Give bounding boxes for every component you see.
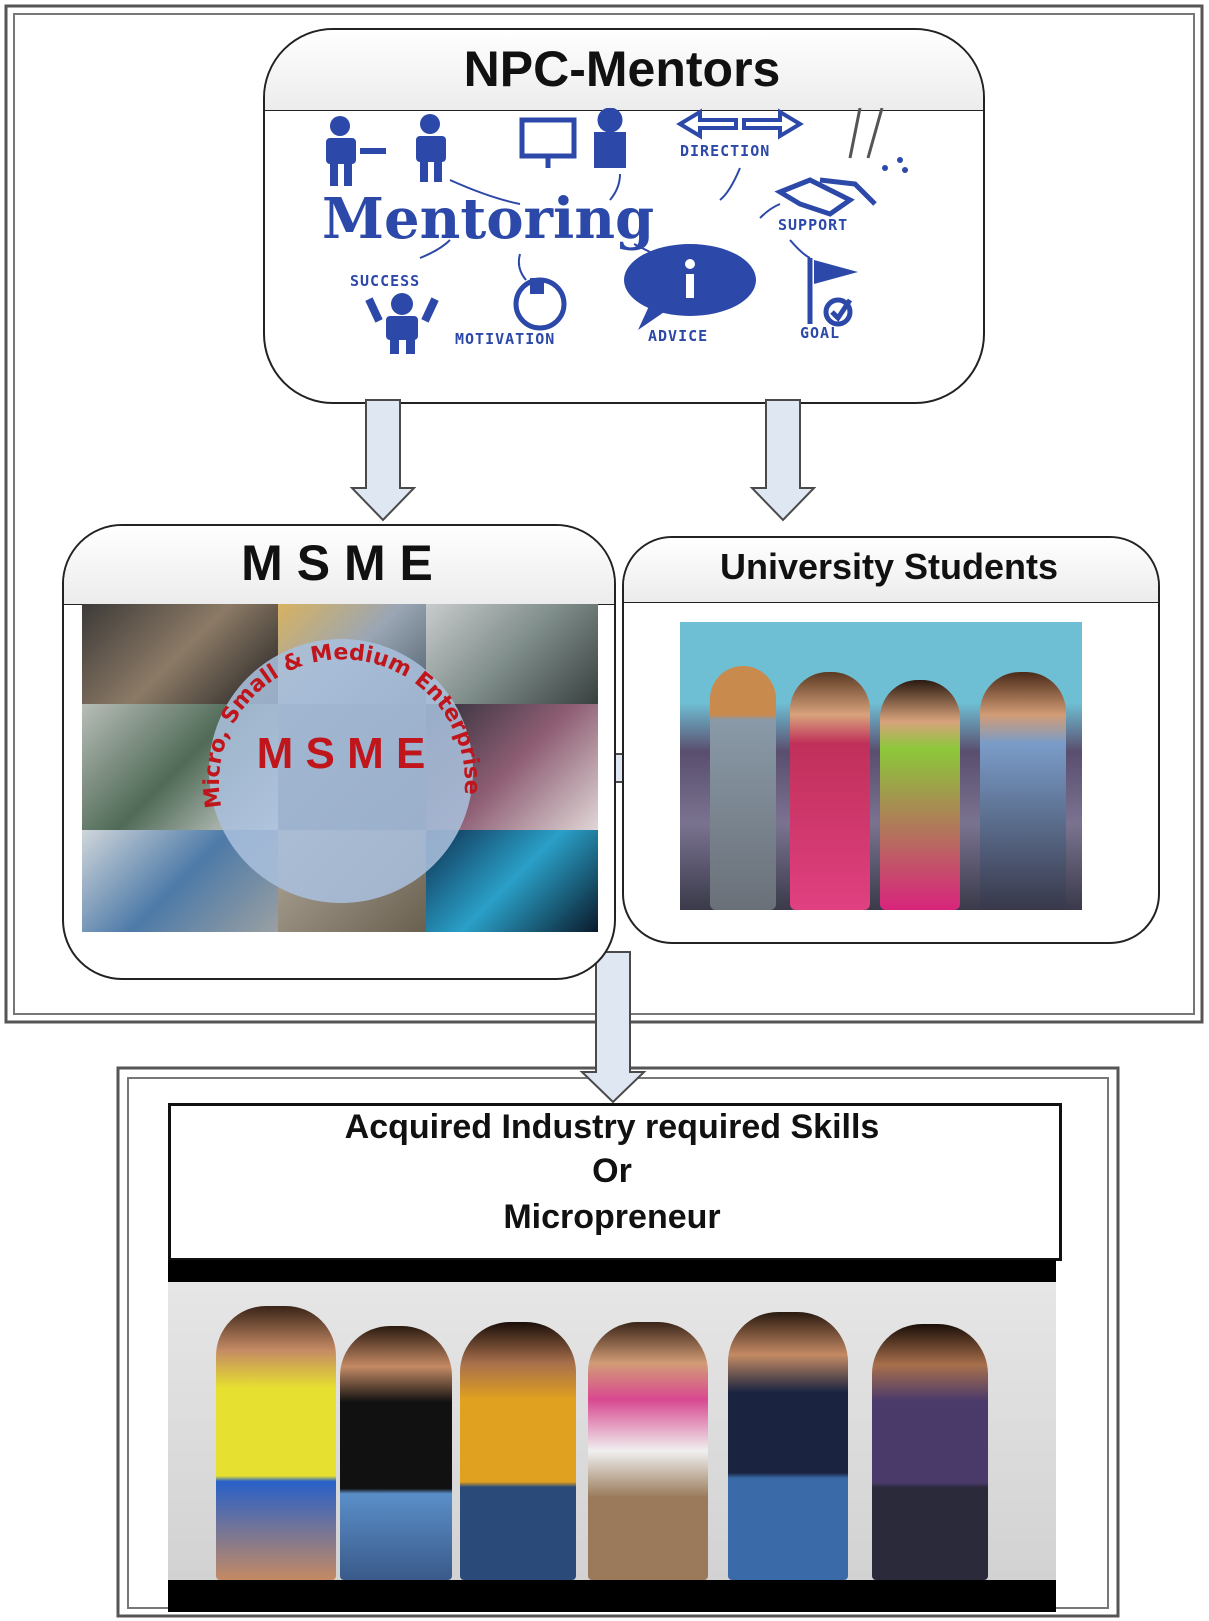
word-success: SUCCESS [350,272,421,290]
student-4 [980,672,1066,910]
handshake-icon [774,177,877,217]
mentors-box [263,28,985,404]
success-figure-icon [365,293,439,354]
msme-seal-disc [209,639,473,903]
arrow-to-outcome [579,951,647,1104]
students-header [624,538,1158,603]
mentoring-illustration [326,108,908,354]
motivation-thumbs-up-icon [513,277,567,331]
word-support: SUPPORT [778,216,849,234]
outcome-line-2: Or [592,1152,632,1190]
word-advice: ADVICE [648,327,709,345]
mentors-title: NPC-Mentors [463,41,781,97]
outcome-photo-scene [168,1282,1056,1580]
msme-header [64,526,614,605]
mentoring-connectors [419,167,811,281]
student-1 [710,666,776,910]
students-title: University Students [719,546,1059,587]
coaching-figures-icon [326,114,446,186]
collage-tile-tech [426,830,598,932]
person-3 [460,1322,576,1580]
collage-tile-machine [426,604,598,704]
msme-seal: Micro, Small & Medium Enterprises M S M … [198,628,484,903]
person-6 [872,1324,988,1580]
outcome-photo [168,1260,1056,1612]
word-direction: DIRECTION [680,142,771,160]
msme-title: M S M E [241,535,433,591]
word-motivation: MOTIVATION [455,330,556,348]
student-2 [790,672,870,910]
student-3 [880,680,960,910]
presentation-board-icon [519,108,626,168]
arrow-mentors-to-students [749,399,817,522]
word-goal: GOAL [800,324,841,342]
person-2 [340,1326,452,1580]
person-1 [216,1306,336,1580]
mentoring-main-word: Mentoring [322,186,655,252]
pencils-icon [848,108,908,173]
outcome-text-box [168,1103,1062,1261]
students-photo [680,622,1082,910]
person-4 [588,1322,708,1580]
mentors-header [265,30,983,111]
outcome-line-3: Micropreneur [503,1198,721,1236]
goal-flag-icon [807,258,858,327]
outcome-line-1: Acquired Industry required Skills [344,1108,880,1146]
arrow-mentors-to-msme [349,399,417,522]
advice-info-bubble-icon [624,244,756,330]
msme-seal-center-text: M S M E [257,729,426,778]
direction-arrows-icon [676,108,804,140]
person-5 [728,1312,848,1580]
